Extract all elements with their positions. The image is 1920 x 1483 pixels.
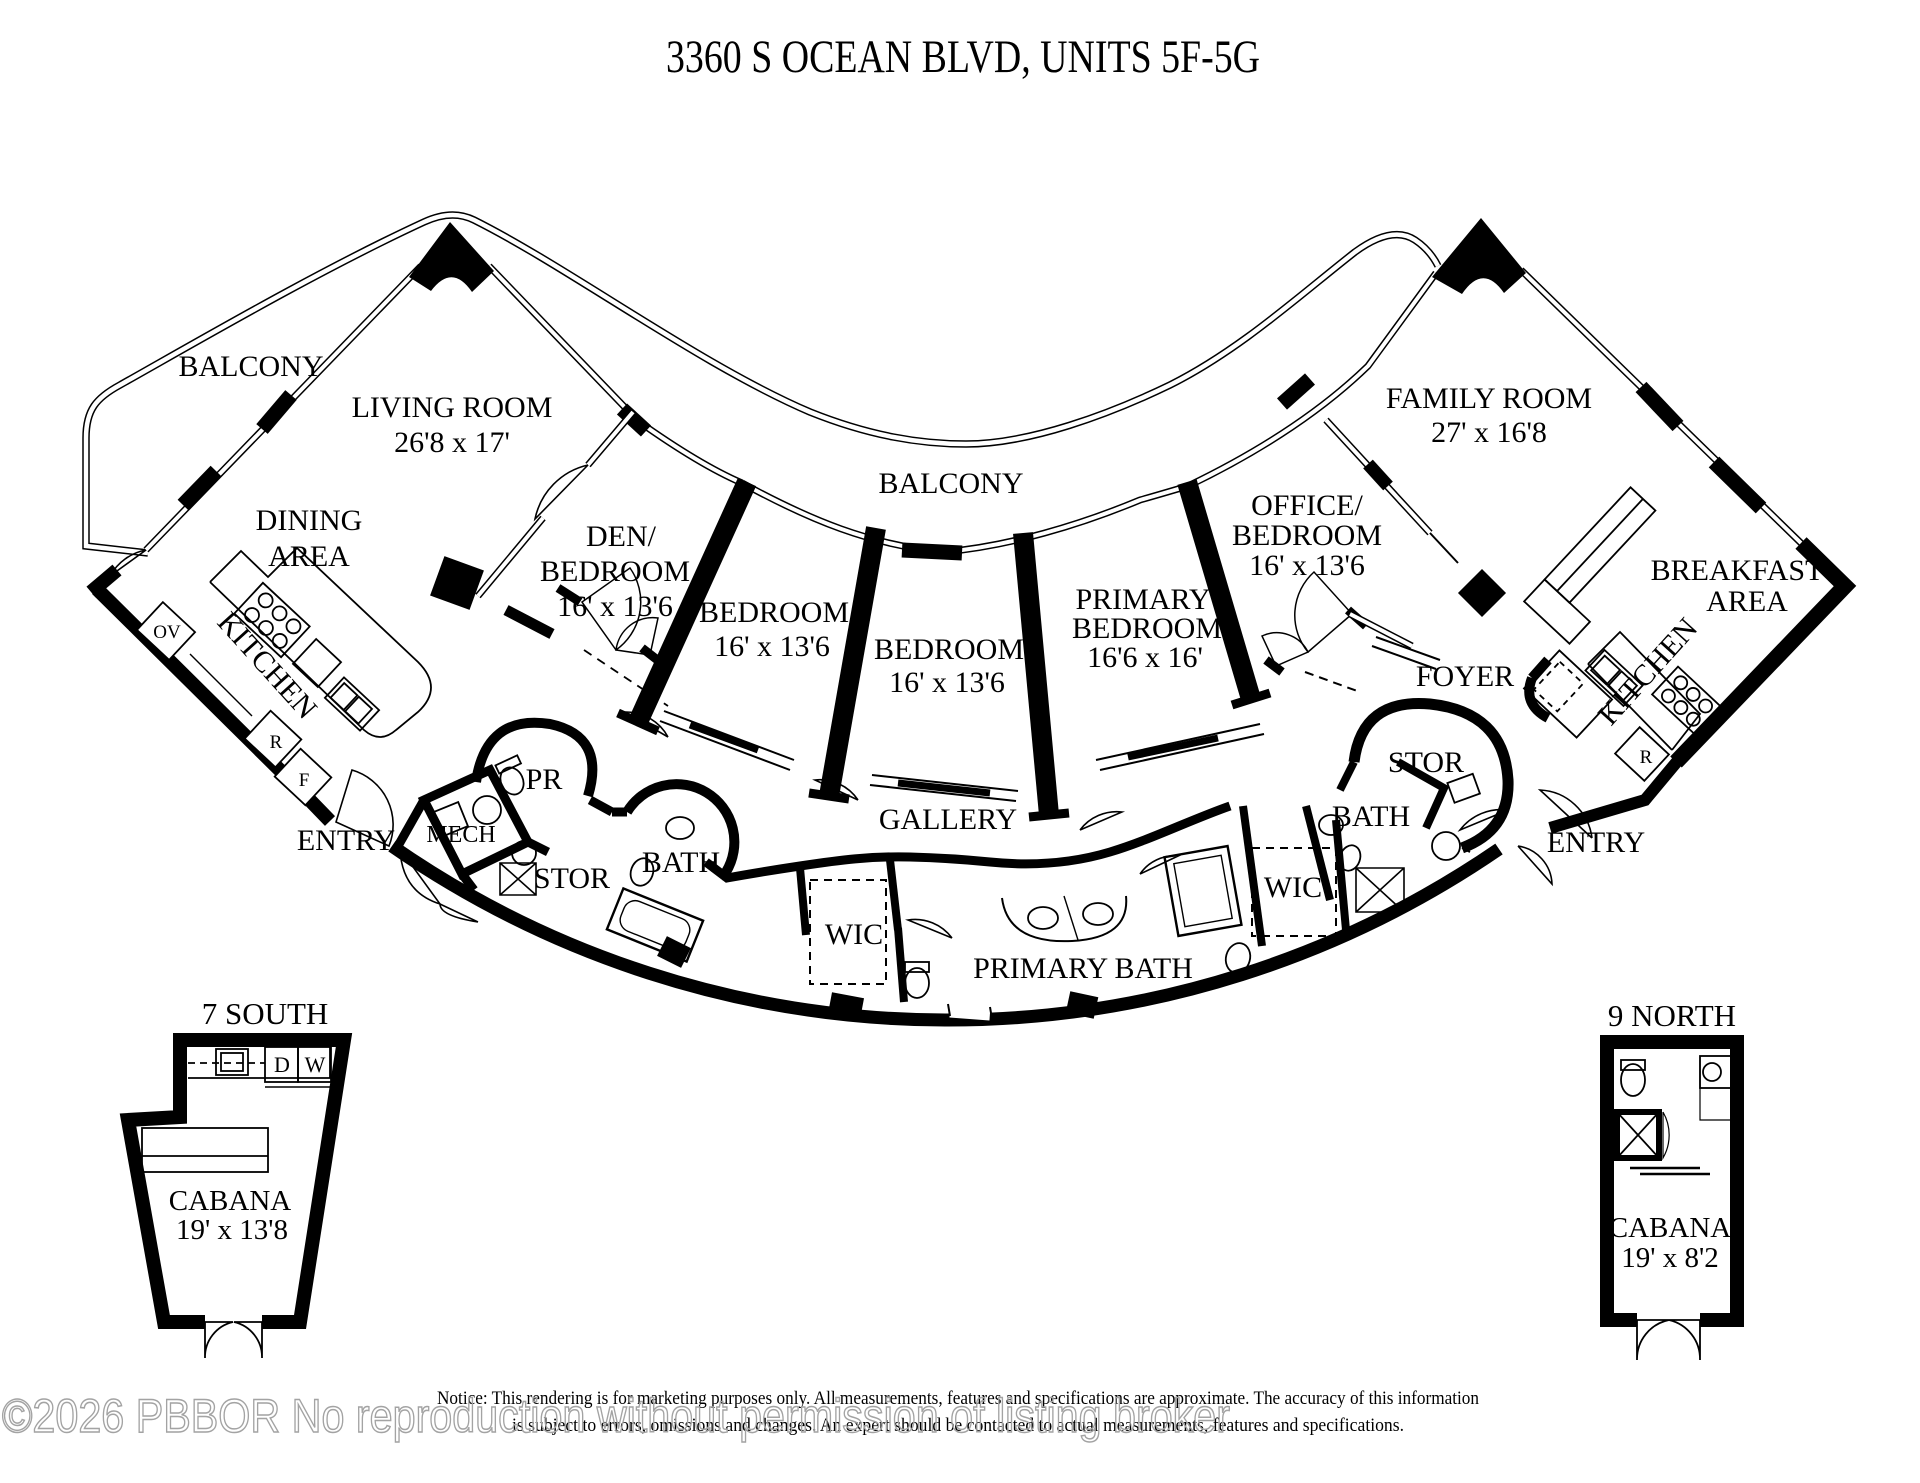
svg-text:is subject to errors, omission: is subject to errors, omissions and chan…: [512, 1415, 1404, 1436]
svg-text:BATH: BATH: [1332, 800, 1410, 833]
svg-text:27' x 16'8: 27' x 16'8: [1431, 416, 1547, 449]
svg-text:BALCONY: BALCONY: [178, 350, 323, 383]
svg-text:D: D: [274, 1052, 290, 1077]
svg-text:BATH: BATH: [642, 846, 720, 879]
svg-text:16' x 13'6: 16' x 13'6: [557, 590, 673, 623]
svg-text:PRIMARY BATH: PRIMARY BATH: [973, 952, 1193, 985]
svg-text:OFFICE/: OFFICE/: [1251, 489, 1363, 522]
svg-text:LIVING ROOM: LIVING ROOM: [352, 391, 553, 424]
svg-text:16'6 x 16': 16'6 x 16': [1087, 641, 1203, 674]
svg-text:R: R: [270, 732, 283, 753]
svg-text:3360 S OCEAN BLVD, UNITS 5F-5G: 3360 S OCEAN BLVD, UNITS 5F-5G: [666, 31, 1260, 83]
svg-text:Notice: This rendering is for: Notice: This rendering is for marketing …: [437, 1388, 1479, 1409]
svg-text:OV: OV: [153, 622, 181, 643]
svg-text:BREAKFAST: BREAKFAST: [1651, 554, 1824, 587]
svg-text:WIC: WIC: [825, 918, 883, 951]
svg-text:PRIMARY: PRIMARY: [1075, 583, 1210, 616]
svg-text:STOR: STOR: [1388, 746, 1464, 779]
svg-text:ENTRY: ENTRY: [1547, 826, 1645, 859]
svg-text:AREA: AREA: [1706, 585, 1788, 618]
svg-text:9 NORTH: 9 NORTH: [1608, 998, 1736, 1033]
svg-text:DINING: DINING: [256, 504, 363, 537]
svg-text:19' x 8'2: 19' x 8'2: [1621, 1242, 1718, 1274]
svg-text:BEDROOM: BEDROOM: [1232, 519, 1382, 552]
svg-text:CABANA: CABANA: [1609, 1212, 1732, 1244]
svg-text:GALLERY: GALLERY: [879, 803, 1017, 836]
svg-text:STOR: STOR: [534, 862, 610, 895]
svg-text:BEDROOM: BEDROOM: [540, 555, 690, 588]
svg-text:DEN/: DEN/: [586, 520, 657, 553]
svg-text:©2026 PBBOR No reproduction wi: ©2026 PBBOR No reproduction without perm…: [2, 1389, 1230, 1442]
svg-text:F: F: [299, 770, 310, 791]
svg-text:BEDROOM: BEDROOM: [699, 596, 849, 629]
svg-text:PR: PR: [526, 763, 563, 796]
svg-text:AREA: AREA: [268, 540, 350, 573]
svg-text:WIC: WIC: [1264, 871, 1322, 904]
svg-text:R: R: [1640, 747, 1653, 768]
svg-text:CABANA: CABANA: [169, 1185, 292, 1217]
svg-text:16' x 13'6: 16' x 13'6: [1249, 549, 1365, 582]
svg-text:BEDROOM: BEDROOM: [874, 633, 1024, 666]
svg-text:16' x 13'6: 16' x 13'6: [889, 666, 1005, 699]
svg-text:16' x 13'6: 16' x 13'6: [714, 630, 830, 663]
svg-text:19' x 13'8: 19' x 13'8: [176, 1214, 288, 1246]
svg-text:W: W: [305, 1052, 326, 1077]
svg-text:BALCONY: BALCONY: [878, 467, 1023, 500]
svg-text:26'8 x 17': 26'8 x 17': [394, 426, 510, 459]
svg-text:FOYER: FOYER: [1416, 660, 1514, 693]
svg-text:FAMILY ROOM: FAMILY ROOM: [1386, 382, 1592, 415]
svg-text:7 SOUTH: 7 SOUTH: [202, 996, 329, 1031]
svg-text:ENTRY: ENTRY: [297, 824, 395, 857]
svg-text:BEDROOM: BEDROOM: [1072, 612, 1222, 645]
svg-text:MECH: MECH: [426, 822, 495, 848]
